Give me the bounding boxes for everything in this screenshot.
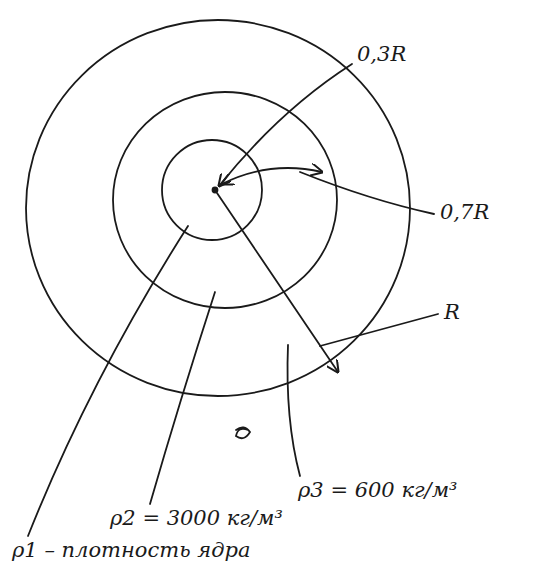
middle-layer: [113, 92, 337, 308]
leader-line: [150, 292, 215, 504]
density-label: ρ3 = 600 кг/м³: [296, 478, 459, 503]
leader-line: [219, 64, 352, 186]
dimension-label: 0,3R: [355, 42, 408, 67]
scribble: [236, 427, 250, 438]
leader-line: [28, 226, 188, 536]
outer-layer: [26, 20, 410, 396]
leader-line: [320, 314, 438, 346]
dimension-arrow: [222, 168, 322, 184]
leader-line: [288, 345, 301, 476]
density-label: ρ2 = 3000 кг/м³: [108, 506, 285, 531]
core: [162, 140, 262, 240]
dimension-label: R: [442, 300, 462, 325]
density-label: ρ1 – плотность ядра: [10, 538, 252, 563]
dimension-label: 0,7R: [438, 200, 491, 225]
center-point: [213, 188, 218, 193]
leader-line: [300, 172, 434, 214]
